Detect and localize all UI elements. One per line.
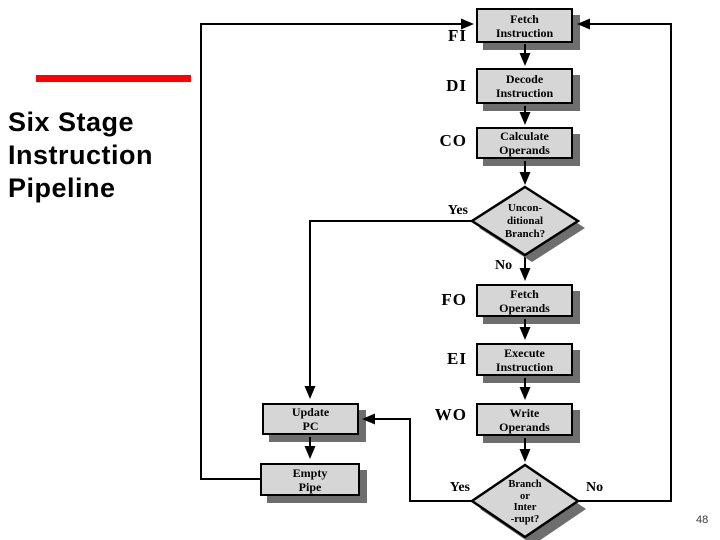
decision-unconditional-branch	[469, 185, 581, 257]
box-text: Update PC	[291, 405, 330, 433]
flowchart-box-empty-pipe: Empty Pipe	[260, 463, 360, 496]
box-text: Execute Instruction	[495, 345, 554, 374]
flowchart-box-execute-instruction: Execute Instruction	[476, 343, 573, 376]
stage-label-co: CO	[439, 131, 467, 150]
stage-label-wo: WO	[434, 405, 467, 424]
box-text: Empty Pipe	[292, 465, 328, 494]
connector-empty-pipe-loop-to-fi	[200, 18, 474, 480]
box-text: Decode Instruction	[495, 72, 554, 100]
connector-branch-yes-to-update-pc	[304, 220, 472, 399]
stage-label-di: DI	[446, 76, 467, 95]
page-number: 48	[696, 514, 709, 526]
flowchart-box-write-operands: Write Operands	[476, 403, 573, 436]
stage-label-ei: EI	[447, 349, 467, 368]
decision-unconditional-branch-text: Uncon- ditional Branch?	[504, 202, 546, 240]
accent-bar	[36, 75, 191, 82]
page-title: Six Stage Instruction Pipeline	[8, 107, 153, 203]
stage-label-fi: FI	[448, 26, 467, 45]
decision-branch-or-interrupt-text: Branch or Inter -rupt?	[508, 479, 542, 525]
connector-interrupt-yes-to-update-pc	[362, 413, 472, 502]
box-text: Fetch Operands	[499, 286, 550, 315]
interrupt-no-label: No	[586, 480, 604, 495]
flowchart-box-decode-instruction: Decode Instruction	[476, 68, 573, 104]
stage-label-fo: FO	[441, 290, 467, 309]
flowchart-box-fetch-operands: Fetch Operands	[476, 284, 573, 317]
flowchart-box-calculate-operands: Calculate Operands	[476, 127, 573, 159]
interrupt-yes-label: Yes	[449, 480, 470, 495]
box-text: Fetch Instruction	[495, 11, 554, 40]
box-text: Write Operands	[499, 405, 550, 434]
box-text: Calculate Operands	[499, 129, 550, 157]
flowchart-box-fetch-instruction: Fetch Instruction	[476, 8, 573, 43]
branch-no-label: No	[495, 258, 513, 273]
connector-interrupt-no-loop-to-fi	[577, 18, 672, 502]
decision-branch-or-interrupt	[469, 463, 581, 539]
flowchart-box-update-pc: Update PC	[262, 403, 359, 435]
branch-yes-label: Yes	[447, 203, 468, 218]
